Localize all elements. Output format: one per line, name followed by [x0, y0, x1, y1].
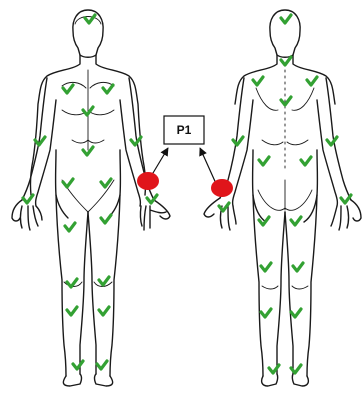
- back-feet: [262, 374, 309, 386]
- check-mark-icon: [291, 217, 301, 225]
- check-mark-icon: [67, 307, 77, 315]
- check-mark-icon: [103, 85, 113, 93]
- back-body-figure: [204, 10, 361, 386]
- back-left-leg: [253, 195, 285, 376]
- back-head: [270, 10, 300, 57]
- check-mark-icon: [281, 57, 291, 65]
- callout-p1: P1: [150, 116, 218, 188]
- check-mark-icon: [327, 137, 337, 145]
- check-mark-icon: [65, 223, 75, 231]
- pain-point-marker: [137, 172, 159, 190]
- check-mark-icon: [233, 137, 243, 145]
- check-mark-icon: [293, 263, 303, 271]
- front-head: [73, 10, 103, 57]
- check-mark-icon: [101, 215, 111, 223]
- check-mark-icon: [261, 263, 271, 271]
- check-mark-icon: [341, 195, 351, 203]
- check-mark-icon: [63, 179, 73, 187]
- check-mark-icon: [301, 157, 311, 165]
- callout-label: P1: [177, 123, 192, 137]
- check-mark-icon: [281, 97, 291, 105]
- back-right-leg: [285, 195, 317, 376]
- check-mark-icon: [99, 277, 109, 285]
- check-mark-icon: [99, 307, 109, 315]
- check-mark-icon: [63, 85, 73, 93]
- check-mark-icon: [97, 361, 107, 369]
- pain-point-marker: [211, 179, 233, 197]
- check-mark-icon: [67, 279, 77, 287]
- check-mark-icon: [259, 157, 269, 165]
- front-feet: [63, 374, 112, 386]
- check-mark-icon: [259, 217, 269, 225]
- back-left-hand: [204, 198, 236, 230]
- check-mark-icon: [307, 77, 317, 85]
- front-right-hand: [140, 200, 170, 230]
- check-mark-icon: [281, 15, 291, 23]
- check-mark-icon: [253, 77, 263, 85]
- check-mark-icon: [291, 309, 301, 317]
- check-mark-icon: [73, 361, 83, 369]
- check-mark-icon: [101, 179, 111, 187]
- back-right-hand: [331, 200, 361, 230]
- check-mark-icon: [261, 309, 271, 317]
